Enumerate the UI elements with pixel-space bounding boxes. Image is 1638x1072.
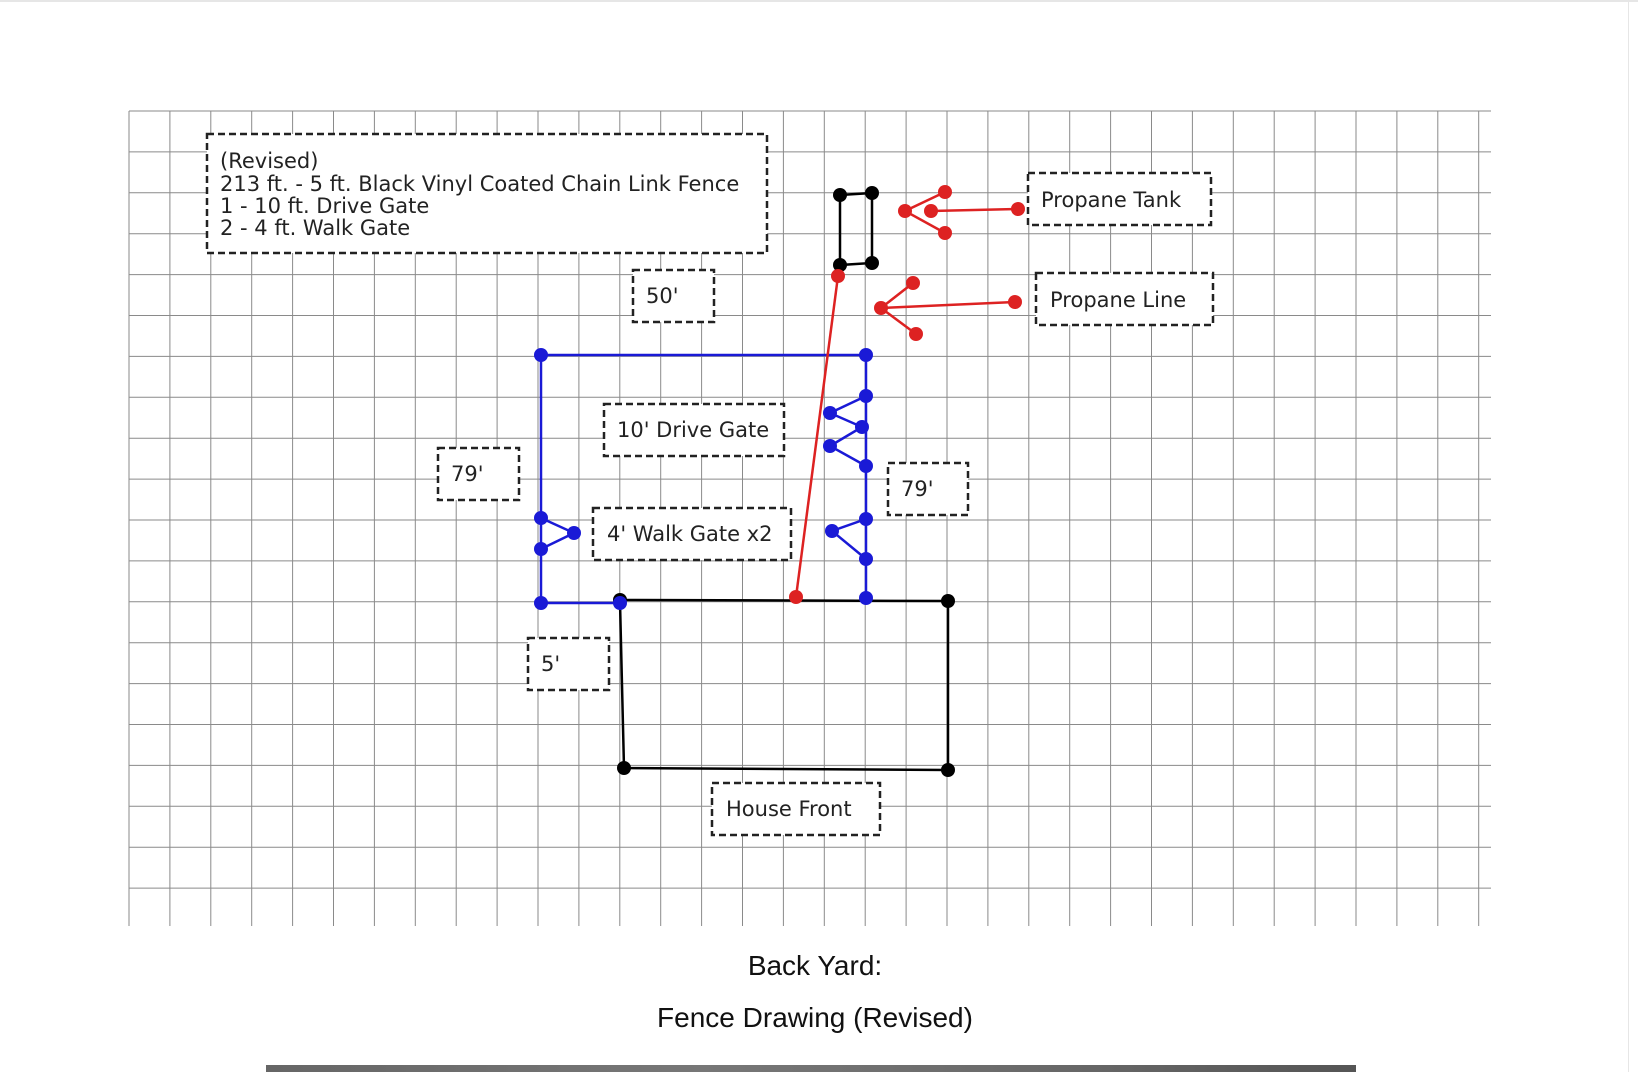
propane-line-label: Propane Line xyxy=(1034,271,1215,327)
caption-back-yard: Back Yard: xyxy=(747,950,883,981)
walk-gate-label: 4' Walk Gate x2 xyxy=(591,506,793,562)
svg-text:50': 50' xyxy=(646,284,679,308)
svg-text:Propane Line: Propane Line xyxy=(1050,288,1186,312)
page-edge xyxy=(1628,0,1629,1072)
summary-line: 1 - 10 ft. Drive Gate xyxy=(220,194,429,218)
summary-line: 213 ft. - 5 ft. Black Vinyl Coated Chain… xyxy=(220,172,739,196)
propane-tank-label: Propane Tank xyxy=(1026,171,1213,227)
dimension-label-left: 79' xyxy=(436,446,521,502)
svg-text:79': 79' xyxy=(451,462,484,486)
dimension-label-right: 79' xyxy=(886,461,970,517)
svg-text:5': 5' xyxy=(541,652,560,676)
propane-tank-shape xyxy=(833,186,879,272)
svg-text:79': 79' xyxy=(901,477,934,501)
house-outline xyxy=(613,593,955,777)
fence-summary-box: (Revised) 213 ft. - 5 ft. Black Vinyl Co… xyxy=(205,132,769,255)
svg-text:Propane Tank: Propane Tank xyxy=(1041,188,1182,212)
svg-text:10' Drive Gate: 10' Drive Gate xyxy=(617,418,769,442)
summary-line: (Revised) xyxy=(220,149,318,173)
propane-tank-arrow xyxy=(898,185,1025,240)
svg-text:House Front: House Front xyxy=(726,797,852,821)
drive-gate-label: 10' Drive Gate xyxy=(602,402,786,458)
propane-line-arrow xyxy=(874,276,1022,341)
house-front-label: House Front xyxy=(710,781,882,837)
dimension-label-bottom: 5' xyxy=(526,636,611,692)
walk-gate-symbol-right xyxy=(825,512,873,566)
top-rule xyxy=(0,0,1638,2)
svg-text:4' Walk Gate x2: 4' Walk Gate x2 xyxy=(607,522,773,546)
dimension-label-top: 50' xyxy=(631,268,716,324)
fence-drawing: (Revised) 213 ft. - 5 ft. Black Vinyl Co… xyxy=(128,110,1491,926)
walk-gate-symbol-left xyxy=(534,511,581,556)
summary-line: 2 - 4 ft. Walk Gate xyxy=(220,216,410,240)
propane-line xyxy=(789,269,845,604)
next-image-edge xyxy=(266,1065,1356,1072)
drive-gate-symbol xyxy=(823,389,873,473)
caption-fence-drawing: Fence Drawing (Revised) xyxy=(657,1002,973,1033)
